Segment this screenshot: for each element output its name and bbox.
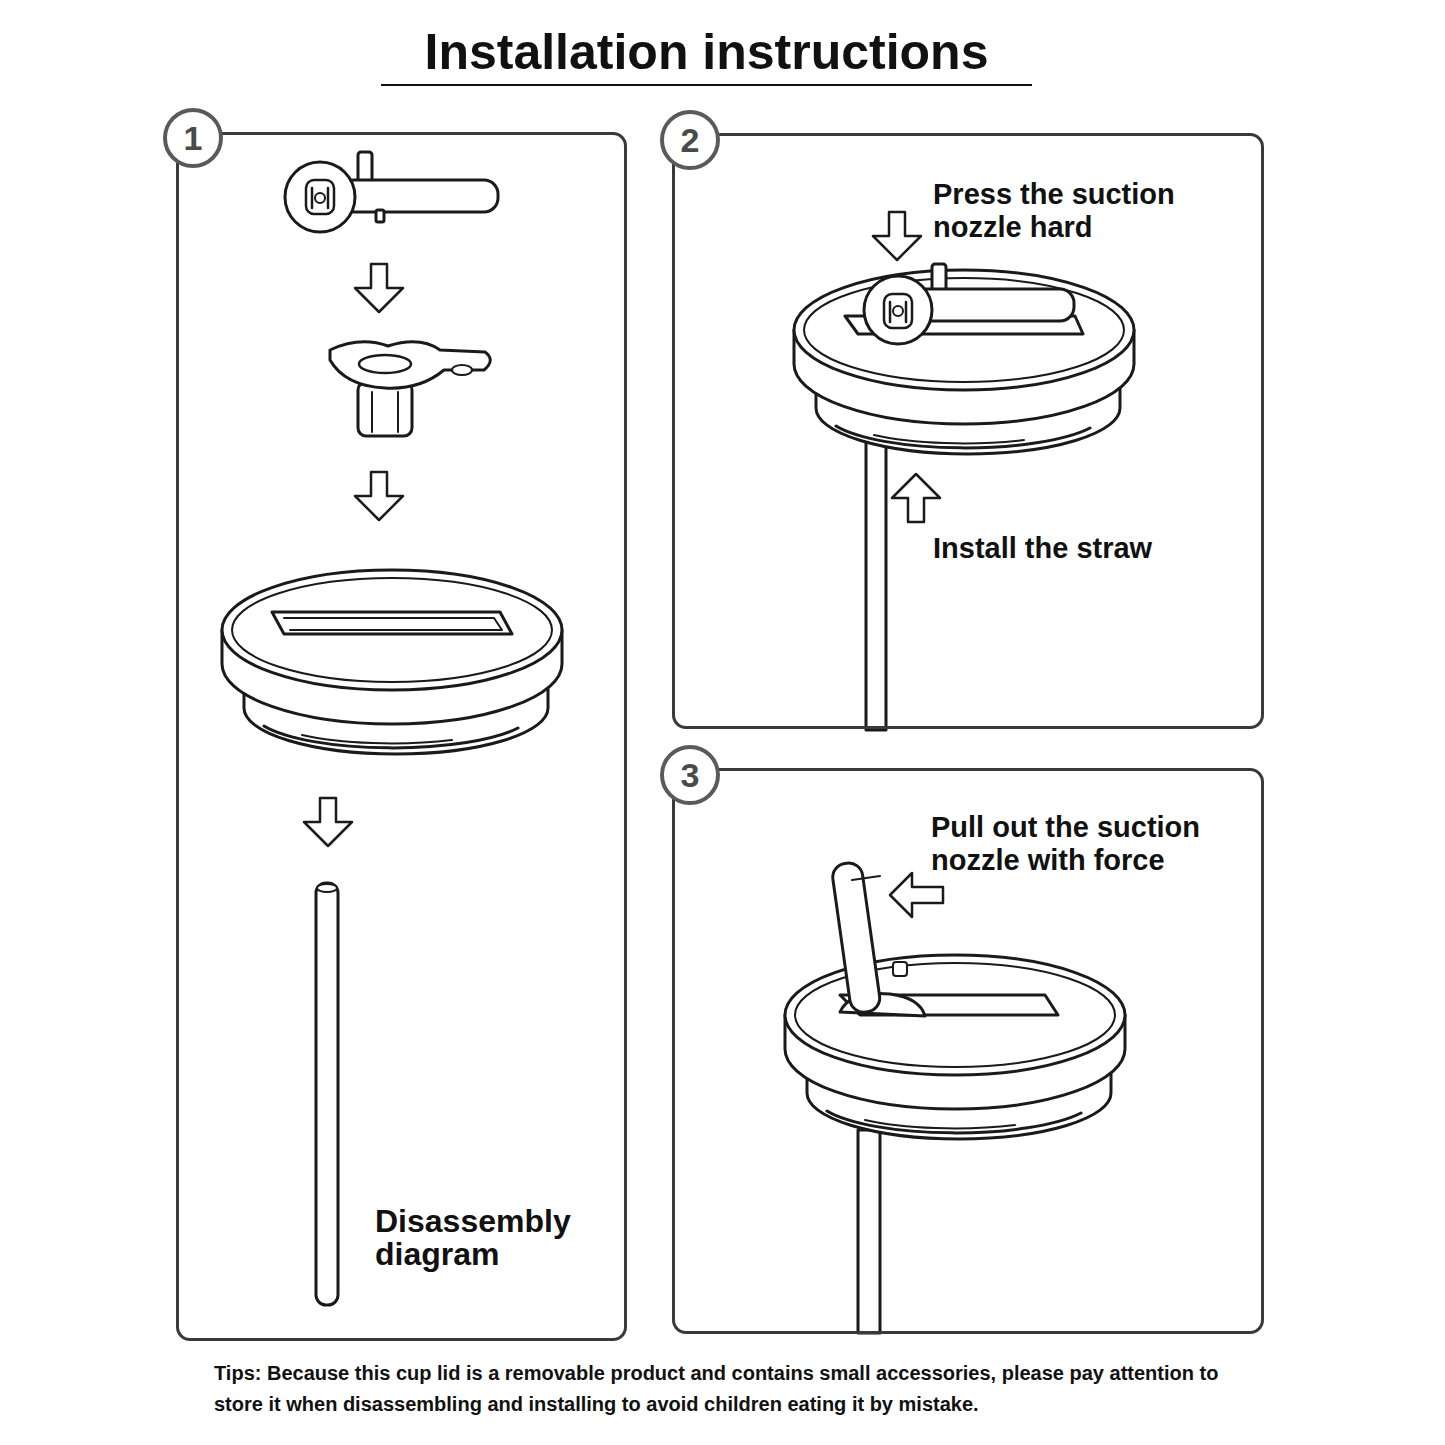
step-panel: Pull out the suction nozzle with force3 <box>672 768 1264 1334</box>
straw <box>317 884 337 892</box>
instruction-text: Disassembly diagram <box>375 1205 615 1271</box>
instruction-text: Install the straw <box>933 532 1263 565</box>
lid-slot <box>284 618 502 630</box>
step-number-circle: 1 <box>163 108 223 168</box>
arrow-down <box>355 264 403 312</box>
arrow-down <box>304 798 352 846</box>
arrow-down <box>355 472 403 520</box>
cup-lid <box>794 270 1134 454</box>
tips-note: Tips: Because this cup lid is a removabl… <box>214 1358 1254 1420</box>
cup-lid <box>222 570 562 754</box>
nozzle-part <box>864 264 1074 344</box>
straw <box>866 440 886 730</box>
instruction-text: Pull out the suction nozzle with force <box>931 811 1261 877</box>
step-number: 1 <box>184 119 203 158</box>
instruction-text: Press the suction nozzle hard <box>933 178 1263 244</box>
arrow-up <box>892 474 940 522</box>
straw <box>858 1130 880 1333</box>
title: Installation instructions <box>381 22 1032 86</box>
step-number-circle: 2 <box>660 110 720 170</box>
step-number-circle: 3 <box>660 745 720 805</box>
nozzle-part <box>285 152 498 232</box>
valve-part <box>330 342 490 436</box>
step-number: 3 <box>681 756 700 795</box>
step-panel: Disassembly diagram1 <box>176 132 627 1341</box>
arrow-down <box>873 212 921 260</box>
step-panel: Press the suction nozzle hardInstall the… <box>672 133 1264 729</box>
step-number: 2 <box>681 121 700 160</box>
lid-slot <box>272 612 512 634</box>
cup-lid <box>785 955 1125 1139</box>
arrow-left <box>890 873 943 917</box>
straw <box>316 883 338 1305</box>
